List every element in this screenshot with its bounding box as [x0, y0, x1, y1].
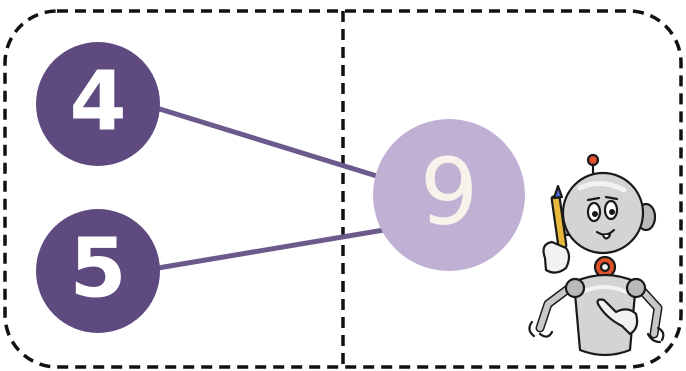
dashed-frame: [3, 9, 683, 369]
part-circle-2-bg: [36, 209, 160, 333]
whole-circle-bg: [373, 119, 525, 271]
whole-circle-number: 9: [420, 138, 479, 245]
part-circle-2-number: 5: [69, 221, 126, 316]
part-circle-1-bg: [36, 42, 160, 166]
robot-thinking-icon: [528, 153, 665, 357]
whole-circle: 9: [373, 119, 525, 271]
connector-part-2: [143, 227, 387, 273]
connector-part-1: [147, 103, 383, 180]
part-circle-1-number: 4: [69, 54, 126, 149]
part-circle-1: 4: [36, 42, 160, 166]
part-circle-2: 5: [36, 209, 160, 333]
